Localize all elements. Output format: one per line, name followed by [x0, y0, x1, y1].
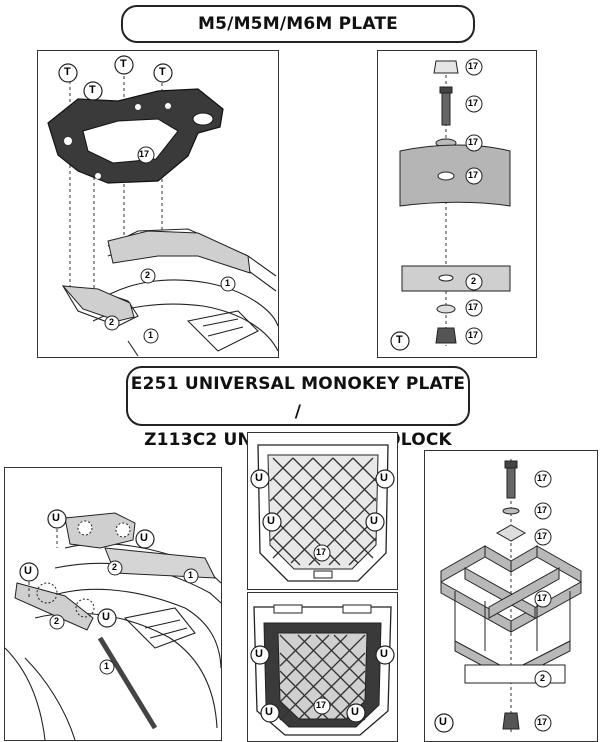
- tool-u-label: U: [439, 716, 447, 728]
- part-2-label: 2: [112, 562, 118, 572]
- tool-u-label: U: [52, 512, 60, 524]
- part-17-label: 17: [537, 505, 548, 515]
- tool-u-label: U: [267, 515, 275, 527]
- universal-mounting-illustration: [5, 509, 221, 740]
- part-17-label: 17: [537, 473, 548, 483]
- part-17-label: 17: [468, 61, 479, 71]
- part-2-label: 2: [145, 270, 151, 280]
- tool-u-label: U: [24, 565, 32, 577]
- part-1-label: 1: [225, 278, 231, 288]
- panel-m5-hardware-stack: 17 17 17 17 2 17 17 T: [377, 50, 537, 358]
- tool-t-label: T: [159, 66, 166, 78]
- part-17-label: 17: [537, 531, 548, 541]
- part-17-label: 17: [537, 717, 548, 727]
- tool-u-label: U: [255, 648, 263, 660]
- part-17-label: 17: [316, 700, 327, 710]
- part-17-label: 17: [139, 149, 150, 159]
- universal-hardware-illustration: [434, 459, 582, 733]
- part-2-label: 2: [54, 616, 60, 626]
- part-2-label: 2: [471, 276, 477, 286]
- panel-m5-plate-mounting: T T T T 17 2 1 2 1: [37, 50, 279, 358]
- part-1-label: 1: [148, 330, 154, 340]
- section-header-universal-plate: E251 UNIVERSAL MONOKEY PLATE / Z113C2 UN…: [126, 366, 470, 478]
- m5-hardware-illustration: [390, 58, 511, 351]
- tool-u-label: U: [265, 706, 273, 718]
- part-17-label: 17: [468, 137, 479, 147]
- panel-universal-plate-mounting: U U U U 2 1 2 1: [4, 467, 222, 741]
- tool-u-label: U: [380, 472, 388, 484]
- part-1-label: 1: [104, 661, 110, 671]
- part-17-label: 17: [468, 302, 479, 312]
- tool-t-label: T: [64, 66, 71, 78]
- monolock-plate-illustration: [250, 604, 395, 736]
- tool-t-label: T: [120, 58, 127, 70]
- m5-mounting-illustration: [47, 55, 278, 357]
- panel-universal-hardware-stack: 17 17 17 17 2 17 U: [424, 450, 598, 742]
- part-17-label: 17: [468, 330, 479, 340]
- header-line-monokey: E251 UNIVERSAL MONOKEY PLATE /: [130, 374, 466, 422]
- part-17-label: 17: [537, 593, 548, 603]
- part-1-label: 1: [188, 570, 194, 580]
- part-2-label: 2: [109, 317, 115, 327]
- tool-t-label: T: [396, 334, 403, 346]
- tool-u-label: U: [380, 648, 388, 660]
- tool-u-label: U: [255, 472, 263, 484]
- panel-monokey-plate: U U U U 17: [247, 432, 398, 590]
- tool-u-label: U: [140, 532, 148, 544]
- panel-monolock-plate: U U U U 17: [247, 592, 398, 742]
- tool-u-label: U: [351, 706, 359, 718]
- tool-u-label: U: [102, 611, 110, 623]
- part-17-label: 17: [316, 547, 327, 557]
- tool-t-label: T: [89, 84, 96, 96]
- part-17-label: 17: [468, 170, 479, 180]
- section-header-m5-plate: M5/M5M/M6M PLATE: [121, 5, 475, 43]
- part-17-label: 17: [468, 98, 479, 108]
- monokey-plate-illustration: [250, 444, 395, 582]
- tool-u-label: U: [370, 515, 378, 527]
- part-2-label: 2: [540, 673, 546, 683]
